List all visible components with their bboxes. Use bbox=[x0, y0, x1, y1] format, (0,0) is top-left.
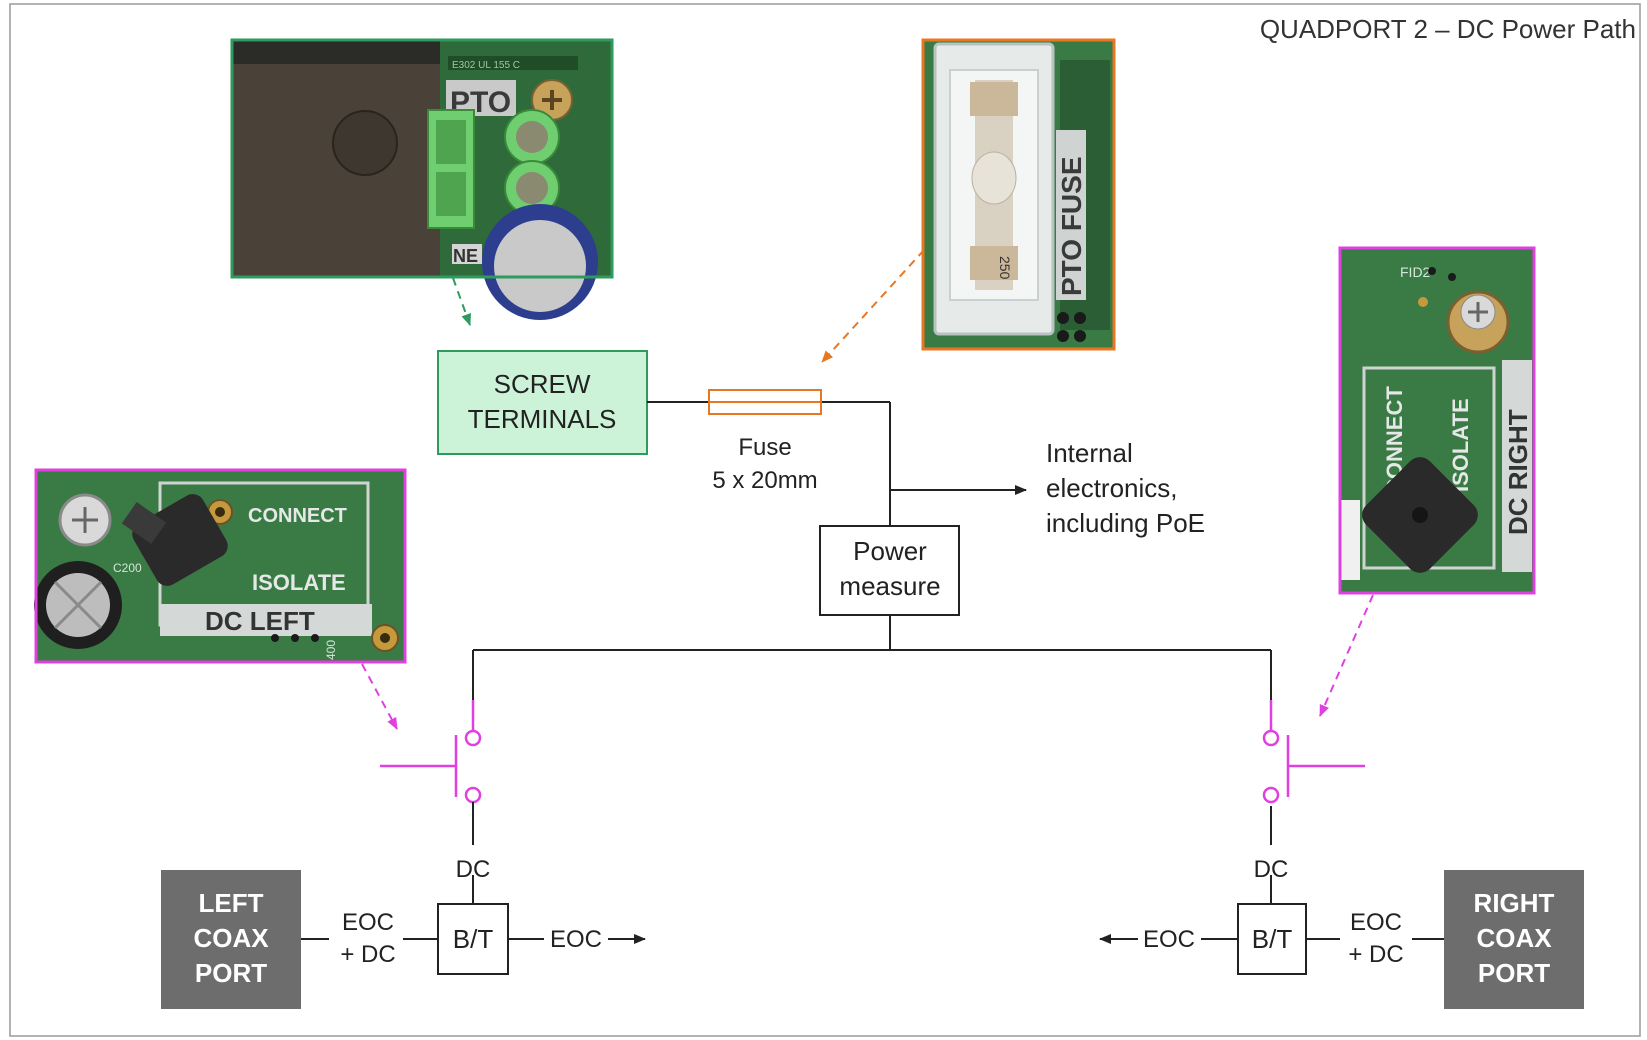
left-port-line2: COAX bbox=[193, 923, 269, 953]
left-port-line1: LEFT bbox=[199, 888, 264, 918]
fuse-label: Fuse bbox=[738, 434, 791, 461]
right-coax-port: RIGHT COAX PORT bbox=[1444, 870, 1584, 1009]
eoc-out-left: EOC bbox=[550, 926, 602, 953]
right-port-line3: PORT bbox=[1478, 958, 1550, 988]
screw-terminals-block: SCREW TERMINALS bbox=[438, 351, 647, 454]
svg-text:E302 UL 155 C: E302 UL 155 C bbox=[452, 60, 520, 71]
dc-label-right: DC bbox=[1254, 856, 1289, 883]
bt-left-label: B/T bbox=[453, 924, 494, 954]
left-coax-port: LEFT COAX PORT bbox=[161, 870, 301, 1009]
screw-terminals-line1: SCREW bbox=[494, 369, 591, 399]
internal-label-1: Internal bbox=[1046, 438, 1133, 468]
eoc-dc-right-line2: + DC bbox=[1348, 941, 1403, 968]
bias-tee-right: B/T bbox=[1238, 904, 1306, 974]
right-switch-callout-arrow bbox=[1320, 595, 1373, 716]
bt-right-label: B/T bbox=[1252, 924, 1293, 954]
fuse-rating-label: 5 x 20mm bbox=[712, 467, 817, 494]
dc-left-switch-photo: CONNECT ISOLATE DC LEFT C200 400 bbox=[34, 470, 405, 662]
dc-label-left: DC bbox=[456, 856, 491, 883]
eoc-dc-left-line1: EOC bbox=[342, 909, 394, 936]
pto-callout-arrow bbox=[453, 278, 470, 325]
dc-right-switch-photo: FID2 DC RIGHT ISOLATE CONNECT bbox=[1340, 248, 1534, 593]
dc-left-photo-label: DC LEFT bbox=[205, 606, 315, 636]
right-switch-symbol bbox=[1264, 700, 1365, 802]
ref-400-label: 400 bbox=[324, 640, 338, 660]
right-port-line2: COAX bbox=[1476, 923, 1552, 953]
dc-right-photo-label: DC RIGHT bbox=[1503, 409, 1533, 535]
eoc-out-right: EOC bbox=[1143, 926, 1195, 953]
pto-terminal-photo: E302 UL 155 C PTO NE bbox=[232, 40, 612, 320]
screw-terminals-line2: TERMINALS bbox=[468, 404, 617, 434]
left-switch-symbol bbox=[380, 700, 480, 806]
right-port-line1: RIGHT bbox=[1474, 888, 1555, 918]
power-measure-block: Power measure bbox=[820, 526, 959, 615]
pto-fuse-label: PTO FUSE bbox=[1056, 156, 1087, 296]
fuse-rating-text: 250 bbox=[997, 256, 1013, 280]
isolate-right-label: ISOLATE bbox=[1448, 398, 1473, 492]
pto-fuse-photo: 250 PTO FUSE bbox=[923, 40, 1114, 349]
connect-left-label: CONNECT bbox=[248, 505, 347, 527]
bias-tee-left: B/T bbox=[438, 904, 508, 974]
eoc-dc-left-line2: + DC bbox=[340, 941, 395, 968]
fuse-callout-arrow bbox=[822, 250, 924, 362]
c200-label: C200 bbox=[113, 561, 142, 575]
ne-label: NE bbox=[453, 246, 478, 266]
left-port-line3: PORT bbox=[195, 958, 267, 988]
isolate-left-label: ISOLATE bbox=[252, 570, 346, 595]
internal-label-3: including PoE bbox=[1046, 508, 1205, 538]
internal-label-2: electronics, bbox=[1046, 473, 1178, 503]
power-measure-line2: measure bbox=[839, 571, 940, 601]
power-measure-line1: Power bbox=[853, 536, 927, 566]
left-switch-callout-arrow bbox=[362, 664, 397, 729]
fid2-label: FID2 bbox=[1400, 264, 1431, 280]
page-title: QUADPORT 2 – DC Power Path bbox=[1260, 14, 1636, 44]
eoc-dc-right-line1: EOC bbox=[1350, 909, 1402, 936]
